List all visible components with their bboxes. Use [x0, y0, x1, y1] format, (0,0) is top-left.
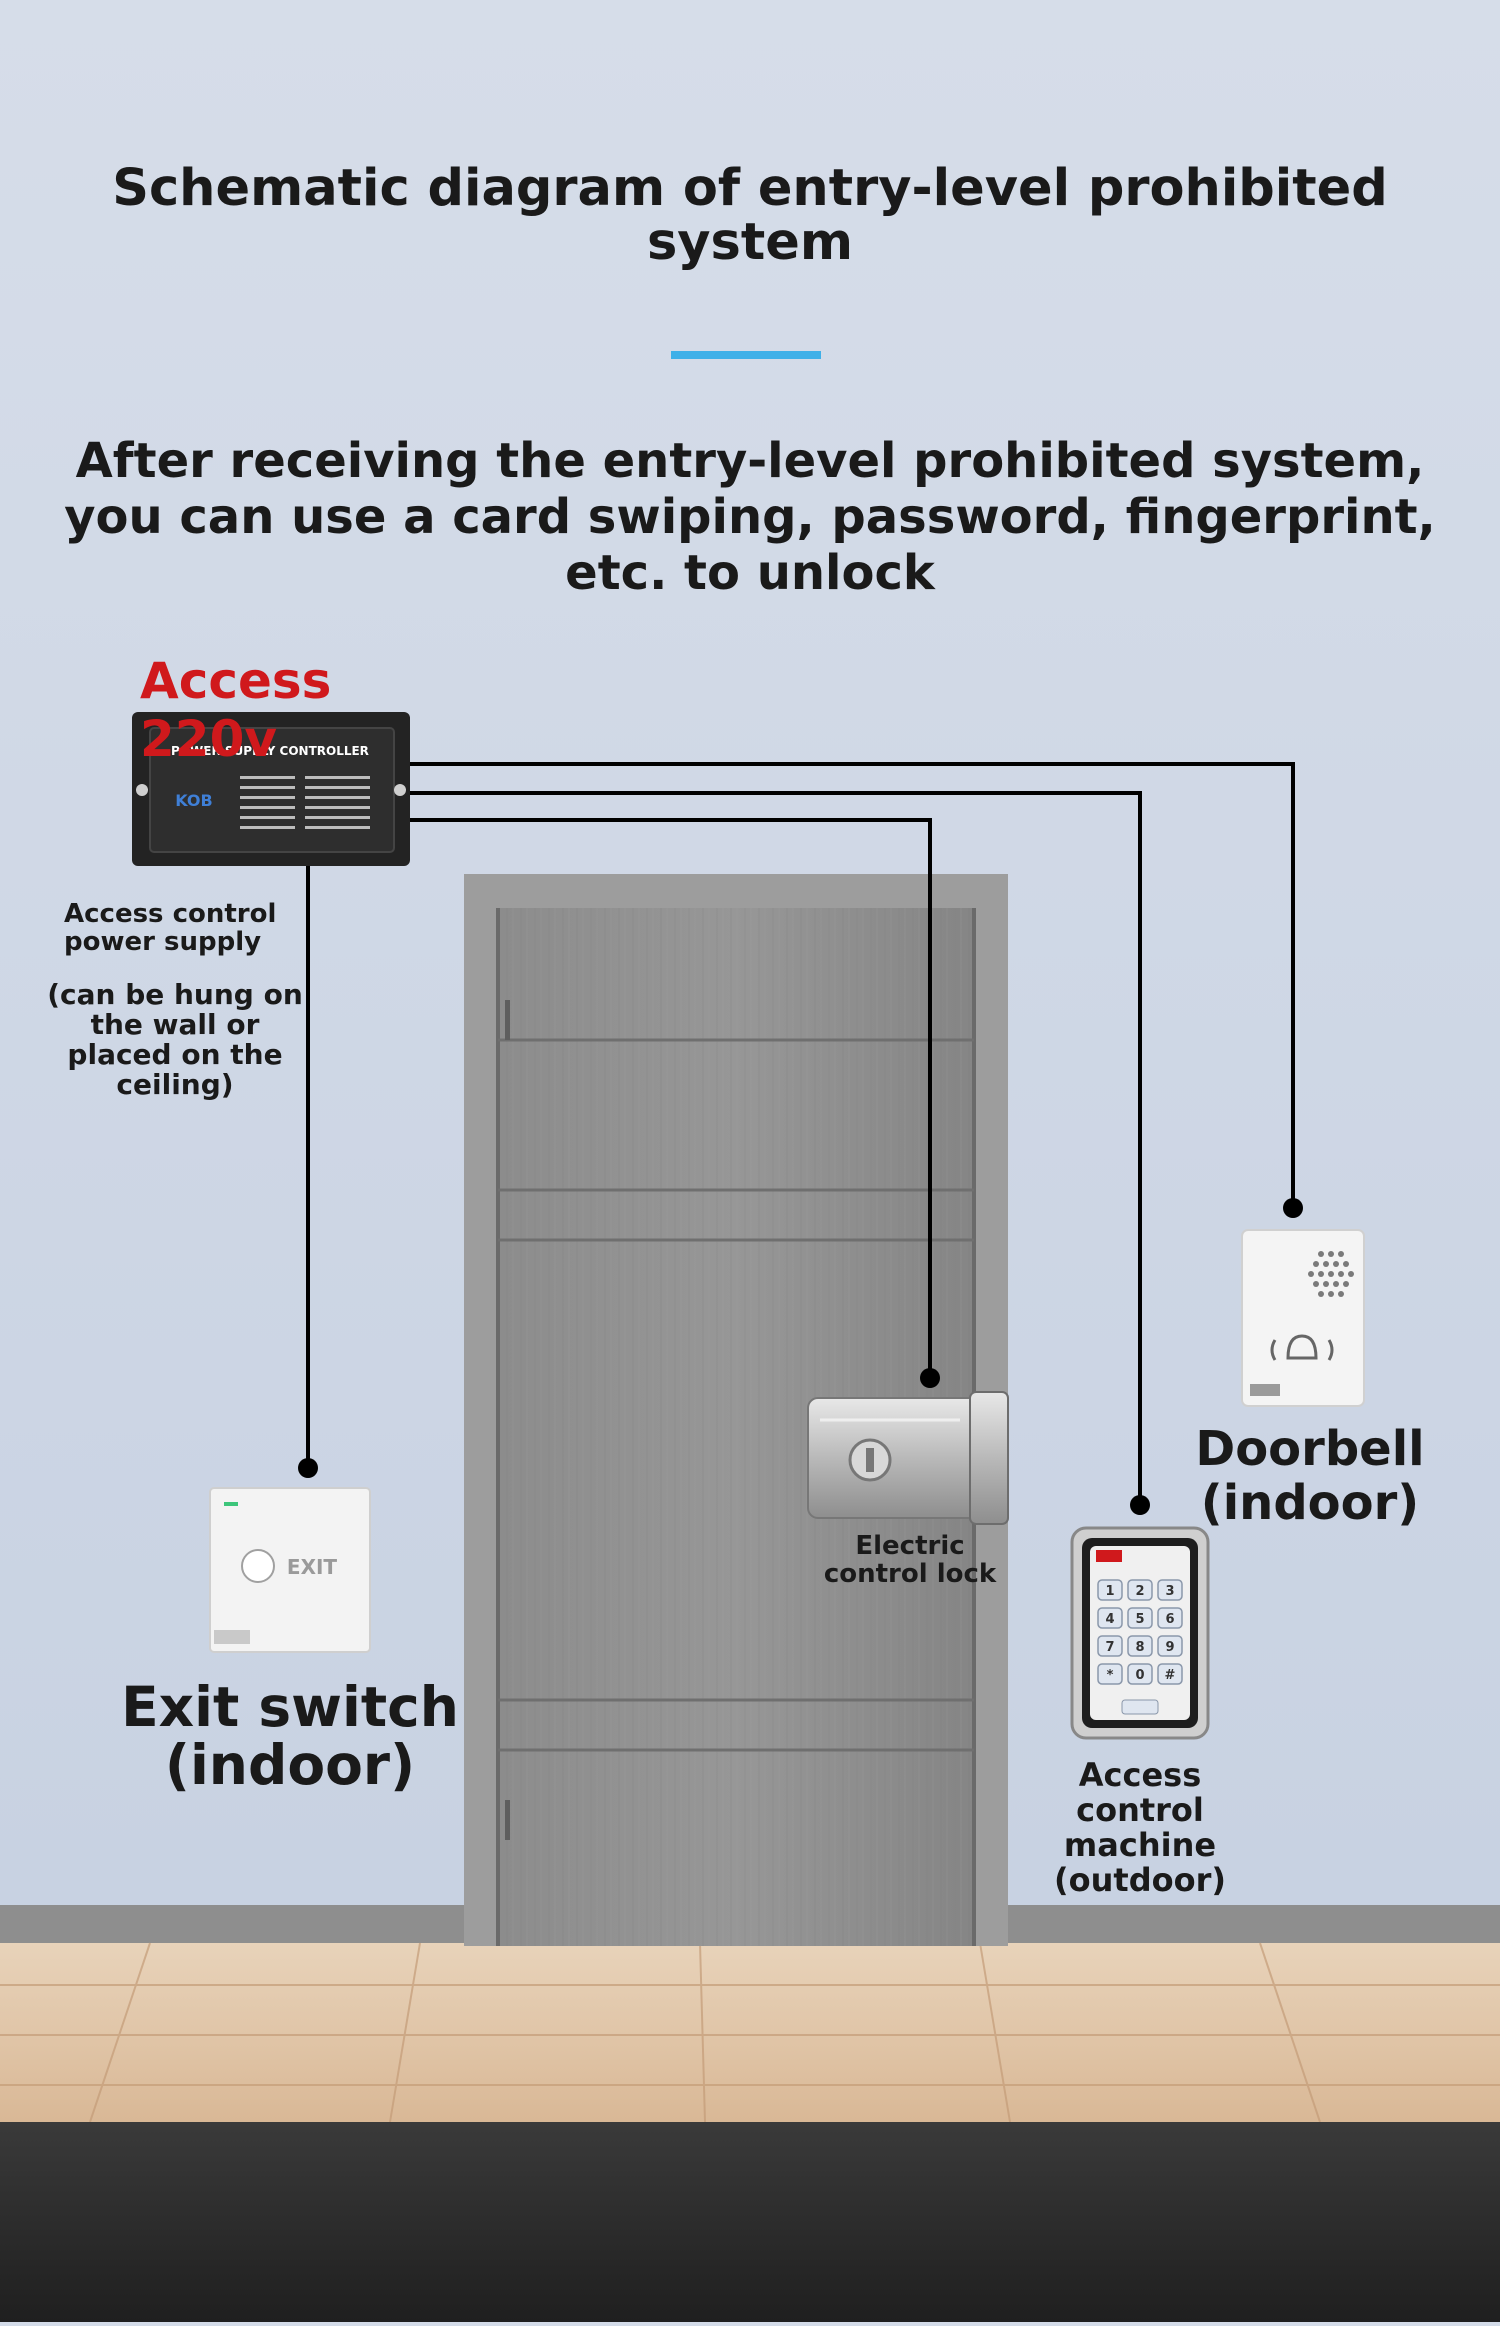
svg-text:7: 7 — [1105, 1640, 1114, 1655]
exit-button-text: EXIT — [287, 1555, 338, 1579]
electric-control-lock — [807, 1391, 1009, 1525]
screw-right — [394, 784, 406, 796]
keypad-enter-key — [1121, 1699, 1159, 1715]
dark-footer — [0, 2122, 1500, 2322]
keypad-key: 2 — [1127, 1579, 1153, 1601]
svg-text:3: 3 — [1165, 1584, 1174, 1599]
keypad-key: 1 — [1097, 1579, 1123, 1601]
page-subtitle: After receiving the entry-level prohibit… — [64, 433, 1436, 601]
door-grooves — [498, 1038, 974, 1752]
hinge-bottom — [505, 1800, 510, 1840]
svg-text:9: 9 — [1165, 1640, 1174, 1655]
wire-doorbell — [400, 762, 1295, 1208]
wire-endpoints — [298, 1198, 1303, 1515]
keypad-key: 3 — [1157, 1579, 1183, 1601]
hinge-top — [505, 1000, 510, 1040]
screw-left — [136, 784, 148, 796]
power-supply-controller: POWER SUPPLY CONTROLLER KOB — [132, 712, 410, 866]
electric-lock-label: Electric control lock — [823, 1531, 997, 1589]
svg-text:*: * — [1107, 1668, 1114, 1683]
keypad-key: 9 — [1157, 1635, 1183, 1657]
svg-text:0: 0 — [1135, 1668, 1144, 1683]
wood-floor — [0, 1943, 1500, 2122]
svg-text:8: 8 — [1135, 1640, 1144, 1655]
access-control-machine-label: Access control machine (outdoor) — [1054, 1756, 1226, 1899]
psu-spec-lines — [240, 776, 370, 829]
wiring — [306, 762, 1295, 1505]
svg-text:1: 1 — [1105, 1584, 1114, 1599]
keypad-key: 8 — [1127, 1635, 1153, 1657]
keypad-key: 0 — [1127, 1663, 1153, 1685]
doorbell-device — [1241, 1229, 1365, 1407]
exit-switch-label: Exit switch (indoor) — [121, 1675, 459, 1797]
power-supply-label: Access control power supply — [64, 899, 277, 957]
psu-device-title: POWER SUPPLY CONTROLLER — [171, 744, 369, 758]
keypad-key: * — [1097, 1663, 1123, 1685]
access-control-machine: 1 2 3 4 5 6 7 8 9 * 0 # — [1070, 1526, 1210, 1740]
page-title: Schematic diagram of entry-level prohibi… — [112, 159, 1388, 272]
floor-planks — [0, 1942, 1500, 2123]
keypad-key: 5 — [1127, 1607, 1153, 1629]
title-divider — [671, 351, 821, 359]
doorbell-label: Doorbell (indoor) — [1195, 1421, 1425, 1531]
svg-text:6: 6 — [1165, 1612, 1174, 1627]
psu-brand: KOB — [175, 791, 212, 810]
keypad-keys: 1 2 3 4 5 6 7 8 9 * 0 # — [1097, 1579, 1183, 1715]
svg-text:4: 4 — [1105, 1612, 1114, 1627]
access-220v-label: Access 220v — [140, 652, 332, 768]
wire-lock — [400, 818, 932, 1378]
svg-text:5: 5 — [1135, 1612, 1144, 1627]
exit-button — [241, 1549, 275, 1583]
svg-text:2: 2 — [1135, 1584, 1144, 1599]
exit-switch-device: EXIT — [209, 1487, 371, 1653]
keypad-key: 6 — [1157, 1607, 1183, 1629]
speaker-grille — [1308, 1251, 1354, 1297]
keypad-key: # — [1157, 1663, 1183, 1685]
keypad-key: 4 — [1097, 1607, 1123, 1629]
wire-access-machine — [400, 791, 1142, 1505]
power-supply-note: (can be hung on the wall or placed on th… — [47, 978, 303, 1101]
svg-text:#: # — [1165, 1668, 1176, 1683]
bell-icon — [1286, 1334, 1318, 1360]
keypad-key: 7 — [1097, 1635, 1123, 1657]
